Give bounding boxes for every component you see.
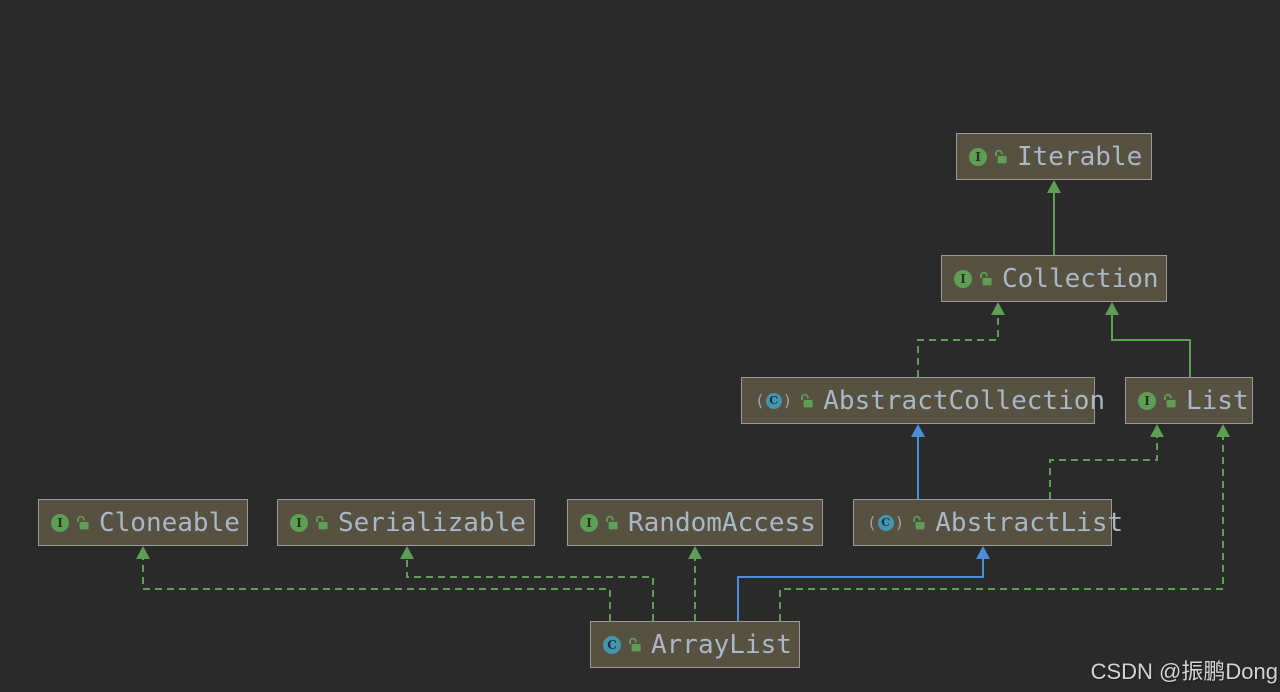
edge-arraylist-abstractlist (737, 546, 990, 621)
interface-icon: I (580, 513, 598, 532)
public-lock-icon (978, 271, 993, 286)
class-icon: C (603, 635, 621, 654)
interface-icon: I (51, 513, 69, 532)
edge-arraylist-randomaccess (688, 546, 702, 621)
node-label: List (1186, 385, 1249, 416)
csdn-watermark: CSDN @振鹏Dong (1090, 659, 1278, 684)
node-label: AbstractCollection (823, 385, 1106, 416)
interface-icon: I (954, 269, 972, 288)
interface-icon: I (1138, 391, 1156, 410)
edge-arraylist-cloneable (136, 546, 611, 621)
node-label: Collection (1002, 263, 1159, 294)
interface-icon: I (290, 513, 308, 532)
class-node-randomaccess[interactable]: I RandomAccess (567, 499, 823, 546)
edge-abstractlist-list (1049, 424, 1164, 499)
public-lock-icon (993, 149, 1008, 164)
class-node-iterable[interactable]: I Iterable (956, 133, 1152, 180)
class-node-abstractlist[interactable]: (C) AbstractList (853, 499, 1123, 546)
public-lock-icon (1162, 393, 1177, 408)
node-label: ArrayList (651, 629, 792, 660)
class-node-arraylist[interactable]: C ArrayList (590, 621, 800, 668)
abstract-class-icon: (C) (755, 390, 793, 410)
class-node-collection[interactable]: I Collection (941, 255, 1167, 302)
edge-collection-iterable (1047, 180, 1061, 255)
abstract-class-icon: (C) (867, 512, 905, 532)
public-lock-icon (799, 393, 814, 408)
node-label: AbstractList (935, 507, 1124, 538)
edge-abstractlist-abstractcollection (911, 424, 925, 499)
edge-list-collection (1105, 302, 1191, 377)
class-node-list[interactable]: I List (1125, 377, 1253, 424)
class-node-abstractcollection[interactable]: (C) AbstractCollection (741, 377, 1105, 424)
edge-arraylist-list (779, 424, 1230, 621)
node-label: Serializable (338, 507, 526, 538)
public-lock-icon (75, 515, 90, 530)
edge-arraylist-serializable (400, 546, 654, 621)
edge-abstractcollection-collection (917, 302, 1005, 377)
node-label: RandomAccess (628, 507, 816, 538)
public-lock-icon (627, 637, 642, 652)
node-label: Cloneable (99, 507, 240, 538)
public-lock-icon (314, 515, 329, 530)
node-label: Iterable (1017, 141, 1143, 172)
class-node-serializable[interactable]: I Serializable (277, 499, 535, 546)
class-node-cloneable[interactable]: I Cloneable (38, 499, 248, 546)
interface-icon: I (969, 147, 987, 166)
public-lock-icon (604, 515, 619, 530)
public-lock-icon (911, 515, 926, 530)
